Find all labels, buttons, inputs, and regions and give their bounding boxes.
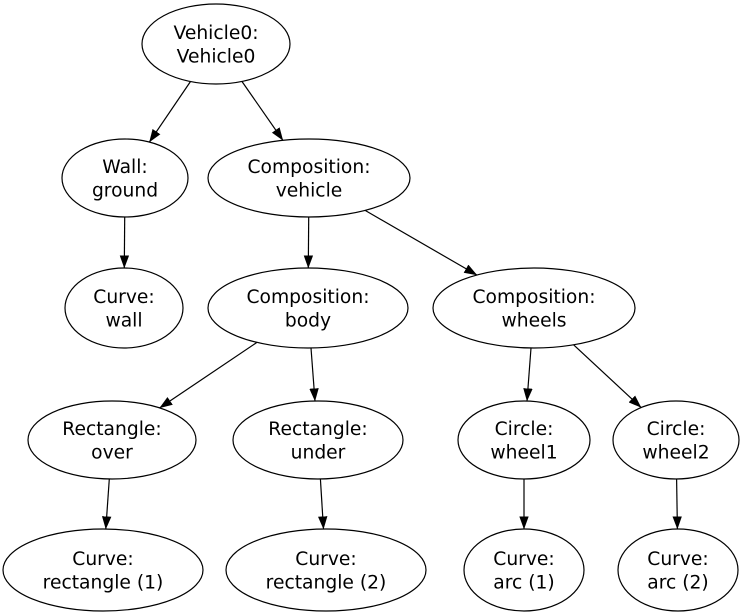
- edge-rectangle_under-to-curve_rectangle_2: [318, 478, 328, 530]
- node-label-line: over: [91, 442, 133, 463]
- edge-rectangle_over-to-curve_rectangle_1: [101, 478, 112, 530]
- node-label-line: wheel2: [642, 442, 709, 463]
- graph-node-rectangle_under: Rectangle:under: [232, 400, 404, 480]
- node-label-line: Curve:: [93, 287, 154, 308]
- edge-circle_wheel2-to-curve_arc_2: [672, 478, 682, 530]
- node-label-line: Wall:: [102, 157, 147, 178]
- node-ellipse: [432, 267, 636, 349]
- nodes-layer: Vehicle0:Vehicle0Wall:groundComposition:…: [2, 3, 740, 612]
- node-label-line: Circle:: [647, 419, 706, 440]
- node-label-line: body: [285, 310, 331, 331]
- graph-node-wall_ground: Wall:ground: [61, 138, 189, 218]
- graph-node-curve_rectangle_1: Curve:rectangle (1): [2, 528, 204, 612]
- node-label-line: arc (1): [493, 572, 554, 593]
- graph-node-composition_body: Composition:body: [207, 267, 409, 349]
- node-ellipse: [207, 267, 409, 349]
- node-label-line: Curve:: [295, 549, 356, 570]
- node-ellipse: [2, 528, 204, 612]
- edge-vehicle0-to-wall_ground: [148, 81, 191, 143]
- node-ellipse: [27, 400, 197, 480]
- graph-node-curve_wall: Curve:wall: [64, 267, 184, 349]
- node-label-line: under: [291, 442, 346, 463]
- graph-node-curve_arc_2: Curve:arc (2): [617, 528, 739, 612]
- node-label-line: Circle:: [495, 419, 554, 440]
- edge-composition_wheels-to-circle_wheel2: [573, 344, 642, 408]
- node-label-line: Composition:: [246, 287, 369, 308]
- node-ellipse: [61, 138, 189, 218]
- graph-node-rectangle_over: Rectangle:over: [27, 400, 197, 480]
- node-ellipse: [232, 400, 404, 480]
- node-ellipse: [225, 528, 427, 612]
- node-label-line: wall: [105, 310, 142, 331]
- node-label-line: Curve:: [72, 549, 133, 570]
- edge-composition_vehicle-to-composition_wheels: [364, 209, 478, 276]
- node-label-line: Curve:: [493, 549, 554, 570]
- node-label-line: Composition:: [247, 157, 370, 178]
- node-ellipse: [207, 138, 411, 218]
- graph-node-circle_wheel1: Circle:wheel1: [457, 400, 591, 480]
- edge-composition_body-to-rectangle_under: [309, 347, 319, 402]
- graph-node-circle_wheel2: Circle:wheel2: [612, 400, 740, 480]
- node-label-line: wheels: [501, 310, 566, 331]
- node-ellipse: [141, 3, 291, 85]
- node-label-line: Curve:: [647, 549, 708, 570]
- node-label-line: Rectangle:: [268, 419, 367, 440]
- node-label-line: ground: [92, 180, 158, 201]
- node-label-line: Vehicle0:: [173, 23, 258, 44]
- graph-node-composition_vehicle: Composition:vehicle: [207, 138, 411, 218]
- node-ellipse: [457, 400, 591, 480]
- node-label-line: rectangle (2): [266, 572, 387, 593]
- node-label-line: Composition:: [472, 287, 595, 308]
- edge-vehicle0-to-composition_vehicle: [241, 81, 284, 141]
- graph-node-vehicle0: Vehicle0:Vehicle0: [141, 3, 291, 85]
- node-label-line: rectangle (1): [43, 572, 164, 593]
- node-ellipse: [463, 528, 585, 612]
- node-label-line: arc (2): [647, 572, 708, 593]
- node-label-line: wheel1: [490, 442, 557, 463]
- node-label-line: Vehicle0: [177, 46, 256, 67]
- graph-node-composition_wheels: Composition:wheels: [432, 267, 636, 349]
- node-label-line: Rectangle:: [62, 419, 161, 440]
- node-label-line: vehicle: [276, 180, 343, 201]
- edges-layer: [101, 81, 682, 530]
- node-ellipse: [64, 267, 184, 349]
- graph-node-curve_arc_1: Curve:arc (1): [463, 528, 585, 612]
- edge-composition_wheels-to-circle_wheel1: [523, 347, 533, 402]
- node-ellipse: [617, 528, 739, 612]
- graph-node-curve_rectangle_2: Curve:rectangle (2): [225, 528, 427, 612]
- node-ellipse: [612, 400, 740, 480]
- edge-composition_body-to-rectangle_over: [159, 341, 258, 409]
